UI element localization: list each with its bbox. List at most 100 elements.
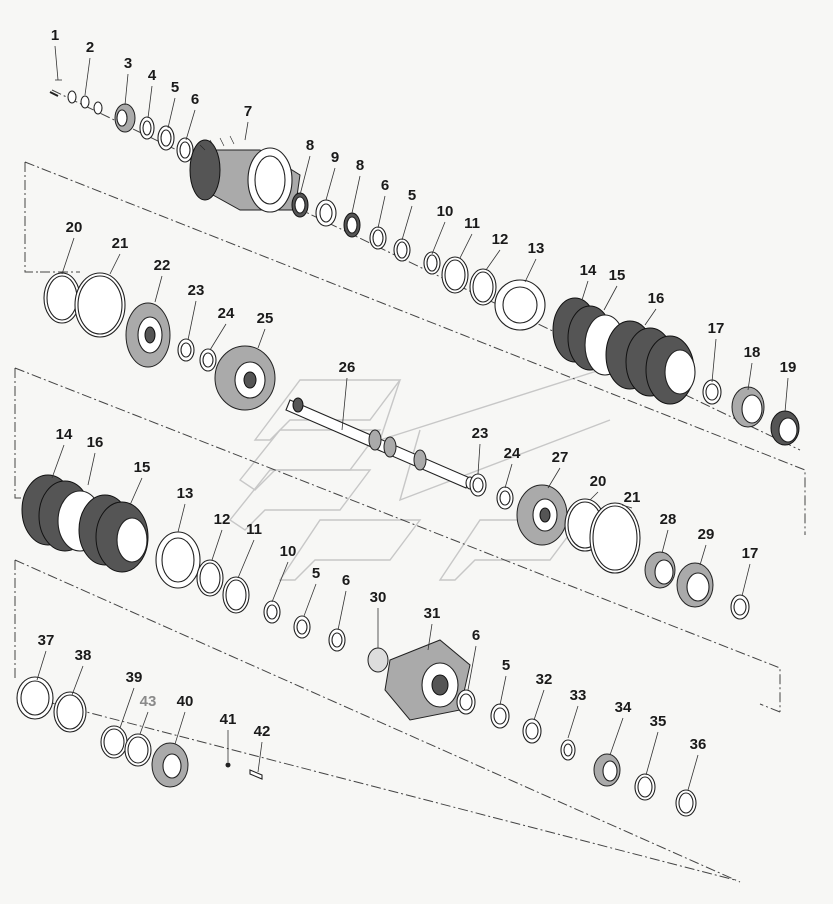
callout-leader-line xyxy=(209,323,227,351)
callout-label: 19 xyxy=(780,359,797,376)
callout-leader-line xyxy=(187,300,197,341)
callout-leader-line xyxy=(61,237,75,275)
callout-23: 23 xyxy=(187,282,204,341)
callout-leader-line xyxy=(459,233,473,259)
callout-21: 21 xyxy=(109,235,128,275)
callout-label: 31 xyxy=(424,605,441,622)
callout-leader-line xyxy=(36,650,47,681)
callout-leader-line xyxy=(257,741,263,773)
callout-label: 9 xyxy=(331,149,339,166)
callout-leader-line xyxy=(747,362,753,391)
callout-19: 19 xyxy=(780,359,797,413)
callout-29: 29 xyxy=(698,526,714,566)
callout-label: 22 xyxy=(154,257,171,274)
callout-label: 17 xyxy=(708,320,725,337)
callout-leader-line xyxy=(741,563,751,597)
callout-6: 6 xyxy=(377,177,389,229)
callout-17: 17 xyxy=(741,545,759,597)
callout-leader-line xyxy=(109,253,121,275)
callout-5: 5 xyxy=(401,187,416,241)
callout-label: 38 xyxy=(75,647,92,664)
callout-leader-line xyxy=(303,583,317,617)
parts-4-6-washers xyxy=(139,116,194,163)
callout-label: 6 xyxy=(342,572,350,589)
part-1-pin xyxy=(49,79,62,97)
callout-leader-line xyxy=(431,221,446,255)
callout-label: 5 xyxy=(312,565,320,582)
callout-label: 23 xyxy=(472,425,489,442)
callout-leader-line xyxy=(645,731,659,776)
callout-33: 33 xyxy=(567,687,586,739)
callout-43: 43 xyxy=(139,693,157,735)
callout-leader-line xyxy=(139,711,149,735)
callout-leader-line xyxy=(504,463,513,489)
callout-label: 4 xyxy=(148,67,157,84)
callout-leader-line xyxy=(485,249,501,271)
upper-clutch-pack xyxy=(552,297,696,405)
callout-36: 36 xyxy=(687,736,706,791)
callout-leader-line xyxy=(609,717,624,756)
callout-11: 11 xyxy=(459,215,480,259)
callout-label: 30 xyxy=(370,589,387,606)
callout-leader-line xyxy=(524,258,537,283)
callout-label: 1 xyxy=(51,27,59,44)
callout-leader-line xyxy=(244,121,249,141)
callout-leader-line xyxy=(257,328,266,349)
callout-leader-line xyxy=(341,377,348,431)
callout-label: 14 xyxy=(580,262,597,279)
callout-label: 12 xyxy=(492,231,509,248)
callout-5: 5 xyxy=(303,565,320,617)
callout-label: 12 xyxy=(214,511,231,528)
callout-label: 39 xyxy=(126,669,143,686)
callout-leader-line xyxy=(711,338,717,383)
callout-2: 2 xyxy=(84,39,94,96)
callout-leader-line xyxy=(581,280,589,301)
callout-24: 24 xyxy=(504,445,521,489)
callout-39: 39 xyxy=(119,669,143,729)
callout-leader-line xyxy=(51,444,65,479)
callout-leader-line xyxy=(124,73,129,106)
callout-15: 15 xyxy=(129,459,150,506)
callout-leader-line xyxy=(71,665,84,696)
callout-leader-line xyxy=(185,109,196,141)
callout-label: 10 xyxy=(280,543,297,560)
callout-leader-line xyxy=(147,85,153,119)
callout-leader-line xyxy=(271,561,289,603)
callout-leader-line xyxy=(87,452,96,486)
callout-label: 8 xyxy=(356,157,364,174)
callout-leader-line xyxy=(377,195,386,229)
callout-label: 6 xyxy=(381,177,389,194)
callout-leader-line xyxy=(129,477,143,506)
callout-leader-line xyxy=(784,377,789,413)
callout-35: 35 xyxy=(645,713,667,776)
callout-label: 24 xyxy=(218,305,235,322)
callout-label: 2 xyxy=(86,39,94,56)
callout-label: 20 xyxy=(590,473,607,490)
callout-label: 35 xyxy=(650,713,667,730)
callout-leader-line xyxy=(427,623,433,651)
row2-right-parts xyxy=(469,473,750,620)
callout-leader-line xyxy=(661,529,669,554)
callout-27: 27 xyxy=(547,449,568,489)
callout-5: 5 xyxy=(499,657,510,706)
parts-8-9-rings xyxy=(291,192,361,238)
callout-label: 24 xyxy=(504,445,521,462)
callout-label: 28 xyxy=(660,511,677,528)
callout-13: 13 xyxy=(524,240,544,283)
upper-guide-frame xyxy=(24,161,806,535)
callout-leader-line xyxy=(467,645,477,691)
callout-leader-line xyxy=(603,285,618,311)
callout-leader-line xyxy=(154,275,163,303)
callout-label: 16 xyxy=(648,290,665,307)
callout-28: 28 xyxy=(660,511,677,554)
part-7-gear-drum xyxy=(189,135,301,213)
callout-label: 16 xyxy=(87,434,104,451)
callout-label: 17 xyxy=(742,545,759,562)
callout-leader-line xyxy=(351,175,361,214)
callout-label: 42 xyxy=(254,723,271,740)
callout-10: 10 xyxy=(271,543,297,603)
callout-label: 13 xyxy=(177,485,194,502)
callout-label: 43 xyxy=(140,693,157,710)
